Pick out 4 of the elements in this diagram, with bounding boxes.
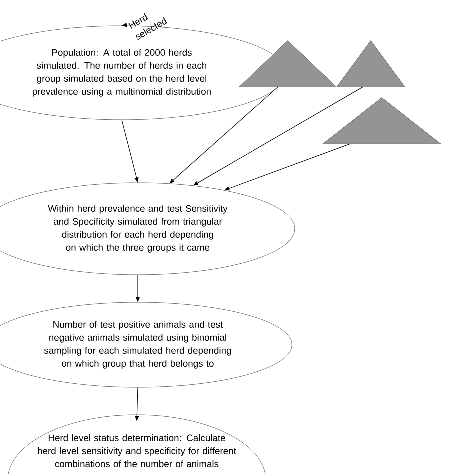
triangle-shape: [336, 40, 406, 88]
arrow: [170, 86, 278, 184]
triangle-shape: [239, 40, 337, 88]
triangle-shape: [322, 98, 442, 144]
